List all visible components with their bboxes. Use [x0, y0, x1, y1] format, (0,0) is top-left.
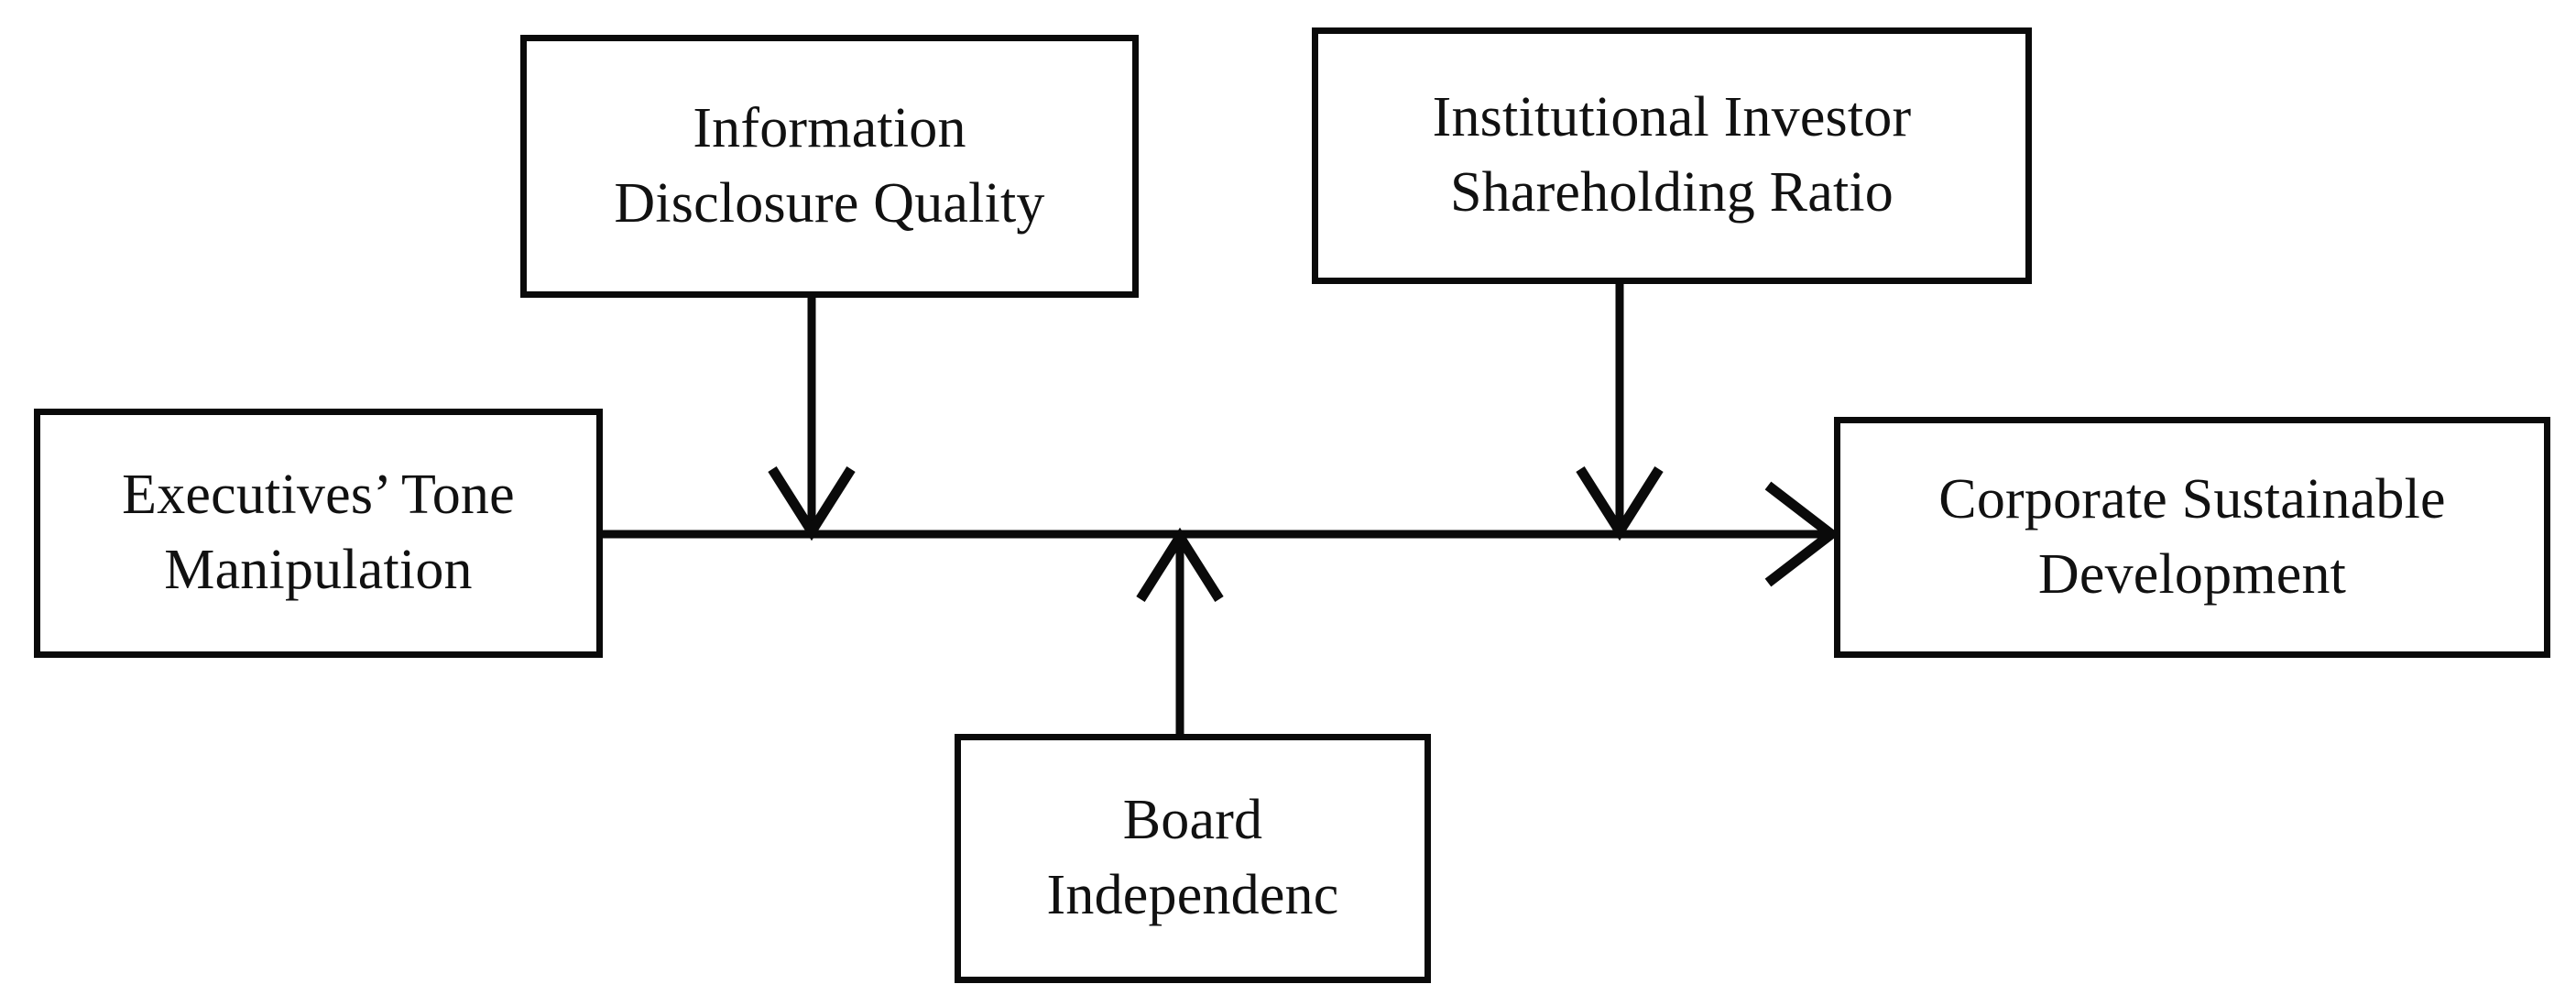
node-corporate-sustainable-development[interactable]: Corporate Sustainable Development — [1834, 417, 2550, 658]
node-label-line: Shareholding Ratio — [1449, 161, 1894, 224]
node-label-line: Information — [693, 96, 966, 159]
node-label-line: Corporate Sustainable — [1938, 467, 2446, 530]
arrowhead-right-icon — [1764, 481, 1840, 587]
edge-board-independence — [1136, 527, 1224, 734]
node-label-line: Executives’ Tone — [122, 464, 515, 527]
edge-institutional-investor-shareholding-ratio — [1576, 284, 1664, 541]
arrowhead-up-icon — [1136, 527, 1224, 602]
node-label-line: Manipulation — [164, 539, 473, 601]
node-label-line: Board — [1122, 789, 1263, 852]
node-label-line: Development — [2037, 542, 2347, 606]
arrowhead-down-icon — [1576, 466, 1664, 541]
node-label-line: Disclosure Quality — [614, 171, 1045, 235]
node-label-line: Institutional Investor — [1432, 86, 1912, 149]
node-institutional-investor-shareholding-ratio[interactable]: Institutional Investor Shareholding Rati… — [1312, 27, 2032, 284]
node-label-line: Independenc — [1046, 864, 1339, 926]
node-information-disclosure-quality[interactable]: Information Disclosure Quality — [520, 35, 1139, 298]
edge-information-disclosure-quality — [768, 298, 856, 541]
node-executives-tone-manipulation[interactable]: Executives’ Tone Manipulation — [34, 409, 603, 658]
arrowhead-down-icon — [768, 466, 856, 541]
node-board-independence[interactable]: Board Independenc — [955, 734, 1431, 983]
edge-main-path — [603, 481, 1840, 587]
